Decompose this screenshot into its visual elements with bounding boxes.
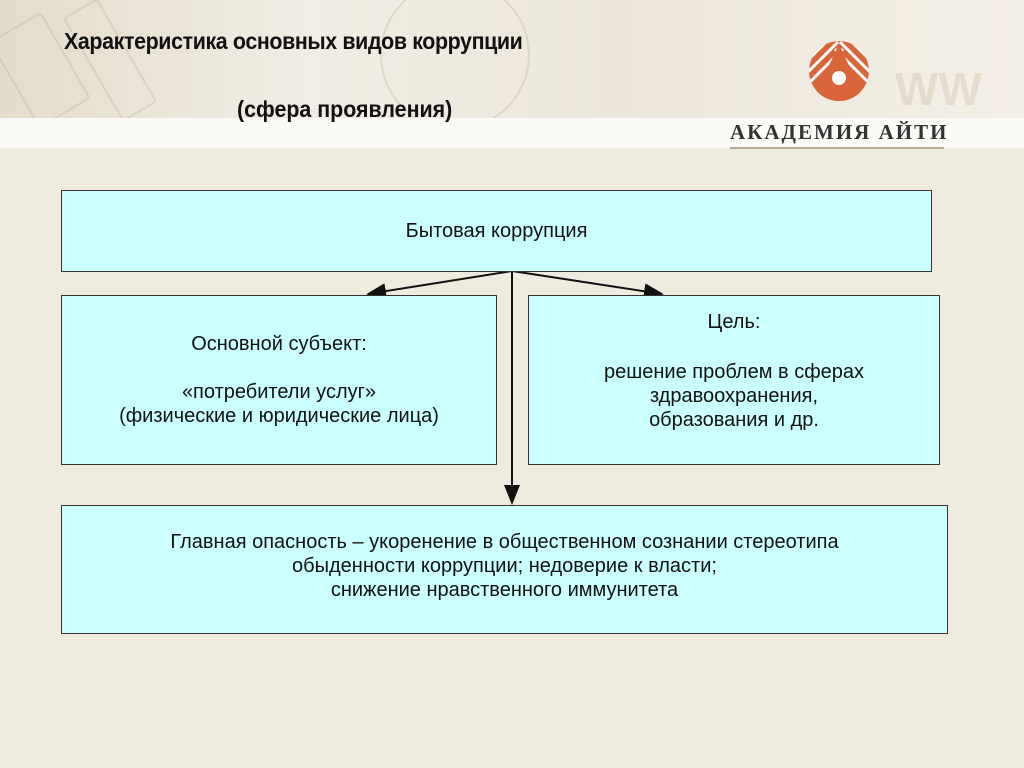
danger-box: Главная опасность – укоренение в обществ…: [61, 505, 948, 634]
goal-line: решение проблем в сферах: [603, 361, 865, 383]
subject-detail: (физические и юридические лица): [119, 405, 439, 427]
danger-line: Главная опасность – укоренение в обществ…: [170, 530, 839, 553]
box-title: Бытовая коррупция: [405, 220, 588, 242]
ww-watermark: WW: [895, 63, 982, 115]
goal-box: Цель: решение проблем в сферах здравоохр…: [528, 295, 940, 465]
goal-line: образования и др.: [649, 409, 819, 431]
slide-title: Характеристика основных видов коррупции: [64, 28, 523, 54]
goal-label: Цель:: [707, 311, 761, 333]
academy-logo-text: АКАДЕМИЯ АЙТИ: [730, 120, 946, 149]
header-band: [0, 118, 1024, 148]
slide-subtitle: (сфера проявления): [237, 96, 453, 122]
academy-logo-icon: [809, 41, 869, 101]
arrow-to-subject: [366, 270, 513, 300]
subject-value: «потребители услуг»: [181, 381, 377, 403]
goal-line: здравоохранения,: [649, 385, 819, 407]
household-corruption-box: Бытовая коррупция: [61, 190, 932, 272]
danger-line: обыденности коррупции; недоверие к власт…: [292, 554, 717, 577]
danger-line: снижение нравственного иммунитета: [330, 578, 679, 601]
subject-box: Основной субъект: «потребители услуг» (ф…: [61, 295, 497, 465]
arrow-to-goal: [511, 270, 664, 300]
subject-label: Основной субъект:: [191, 333, 367, 355]
